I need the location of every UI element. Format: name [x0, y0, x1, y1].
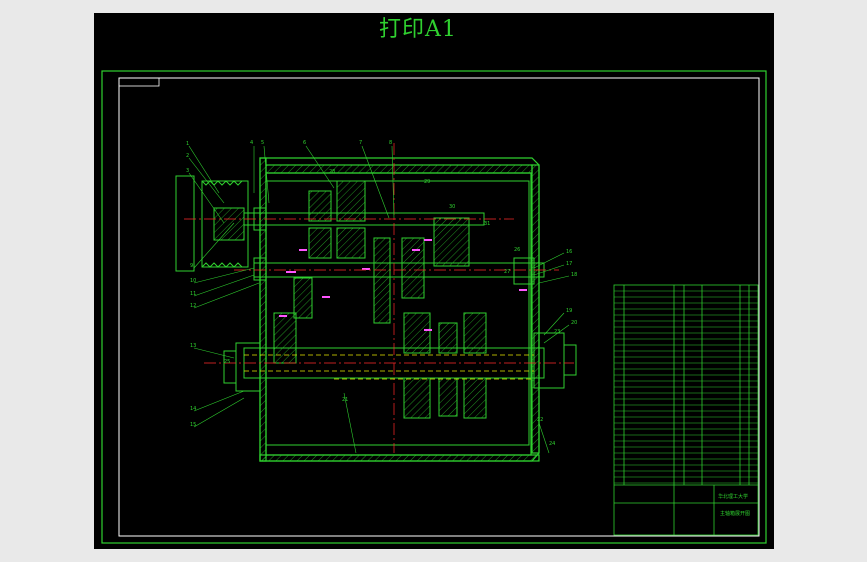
drawing-sheet: 打印A1 [94, 13, 774, 549]
callout-14: 14 [190, 406, 196, 412]
outer-frame [101, 70, 767, 544]
corner-tag [118, 77, 160, 87]
title-block [613, 284, 759, 536]
leader-lines [188, 145, 570, 454]
callout-15: 15 [190, 422, 196, 428]
gears [273, 180, 487, 419]
callout-5: 5 [261, 140, 264, 146]
callout-19: 19 [566, 308, 572, 314]
drawing-title: 打印A1 [379, 17, 457, 42]
callout-12: 12 [190, 303, 196, 309]
callout-20: 20 [571, 320, 577, 326]
callout-29: 29 [424, 179, 430, 185]
inner-frame [118, 77, 760, 537]
callout-2: 2 [186, 153, 189, 159]
callout-10: 10 [190, 278, 196, 284]
title-block-school: 华北理工大学 [718, 493, 748, 500]
center-lines [184, 143, 574, 453]
callout-3: 3 [186, 168, 189, 174]
callout-24: 24 [549, 441, 555, 447]
highlight-marks [279, 239, 527, 331]
hidden-lines [244, 354, 534, 380]
title-block-drawing-name: 主轴箱展开图 [720, 510, 750, 517]
callout-31: 31 [484, 221, 490, 227]
callout-21: 21 [342, 397, 348, 403]
gearbox-housing [259, 157, 540, 462]
callout-25: 25 [224, 359, 230, 365]
callout-16: 16 [566, 249, 572, 255]
callout-4: 4 [250, 140, 253, 146]
callout-8: 8 [389, 140, 392, 146]
callout-27: 27 [504, 269, 510, 275]
bom-table-rows [614, 290, 758, 484]
callout-11: 11 [190, 291, 196, 297]
callout-26: 26 [514, 247, 520, 253]
callout-7: 7 [359, 140, 362, 146]
cad-drawing: 1234567891011121314151617181920212223242… [101, 70, 767, 544]
callout-22: 22 [537, 417, 543, 423]
callout-23: 23 [554, 329, 560, 335]
callout-1: 1 [186, 141, 189, 147]
callout-18: 18 [571, 272, 577, 278]
callout-13: 13 [190, 343, 196, 349]
callout-17: 17 [566, 261, 572, 267]
v-belt-pulley [175, 175, 249, 272]
bearings [223, 207, 577, 392]
callout-6: 6 [303, 140, 306, 146]
callout-30: 30 [449, 204, 455, 210]
callout-9: 9 [190, 263, 193, 269]
callout-28: 28 [329, 169, 335, 175]
